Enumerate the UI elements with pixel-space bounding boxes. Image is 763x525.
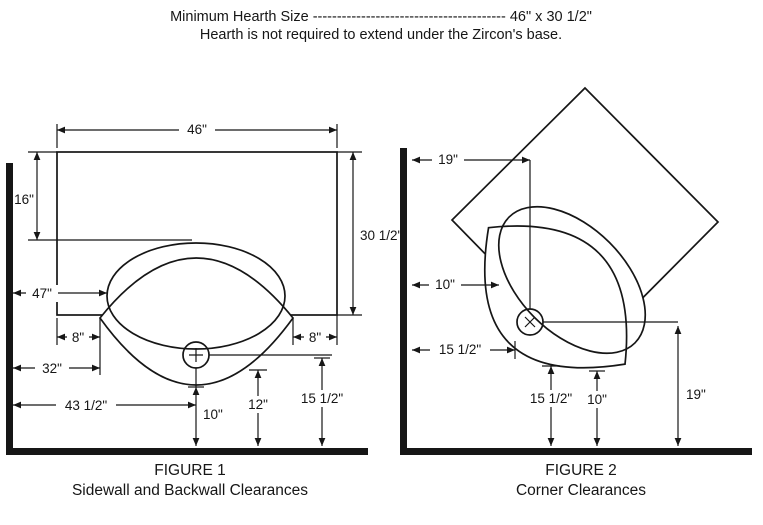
dim-bottom-10: 10" (203, 407, 223, 422)
dim-side-43-5: 43 1/2" (65, 398, 108, 413)
figure2-stove-front (484, 225, 628, 369)
figure2-subtitle: Corner Clearances (516, 482, 646, 499)
dim-bottom-10: 10" (587, 392, 607, 407)
figure2-title: FIGURE 2 (545, 462, 616, 479)
figure2-stove (484, 205, 647, 369)
dim-side-47: 47" (32, 286, 52, 301)
dim-bottom-15-5: 15 1/2" (530, 391, 573, 406)
dim-side-10: 10" (435, 277, 455, 292)
dim-width-46: 46" (187, 122, 207, 137)
dim-right-19: 19" (686, 387, 706, 402)
header: Minimum Hearth Size --------------------… (170, 9, 592, 43)
figure2-sidewall (400, 148, 407, 455)
figure1-drawing: 46" 16" 30 1/2" 47" 8" 8" 32" 43 1/2" 10… (6, 121, 403, 455)
captions: FIGURE 1 Sidewall and Backwall Clearance… (72, 462, 646, 499)
figure2-dimension-labels: 19" 10" 15 1/2" 15 1/2" 10" 19" (429, 151, 706, 408)
dim-edge-left-8: 8" (72, 330, 85, 345)
figure1-flue-cross-icon (189, 348, 203, 362)
figure1-title: FIGURE 1 (154, 462, 225, 479)
figure1-stove (98, 242, 295, 386)
dim-bottom-15-5: 15 1/2" (301, 391, 344, 406)
figure2-flue-x-icon (524, 316, 536, 328)
dim-back-16: 16" (14, 192, 34, 207)
figure2-extension-lines (514, 160, 678, 372)
figure2-drawing: 19" 10" 15 1/2" 15 1/2" 10" 19" (400, 86, 752, 455)
figure1-extension-lines (28, 124, 362, 388)
dim-edge-right-8: 8" (309, 330, 322, 345)
figure1-dimension-labels: 46" 16" 30 1/2" 47" 8" 8" 32" 43 1/2" 10… (14, 121, 403, 422)
dim-side-15-5: 15 1/2" (439, 342, 482, 357)
header-line1: Minimum Hearth Size --------------------… (170, 9, 592, 25)
dim-depth-30-5: 30 1/2" (360, 228, 403, 243)
dim-side-32: 32" (42, 361, 62, 376)
figure1-subtitle: Sidewall and Backwall Clearances (72, 482, 308, 499)
figure1-sidewall (6, 163, 13, 455)
dim-bottom-12: 12" (248, 397, 268, 412)
figure2-backwall (400, 448, 752, 455)
dim-top-19: 19" (438, 152, 458, 167)
header-line2: Hearth is not required to extend under t… (200, 27, 562, 43)
figure1-backwall (6, 448, 368, 455)
